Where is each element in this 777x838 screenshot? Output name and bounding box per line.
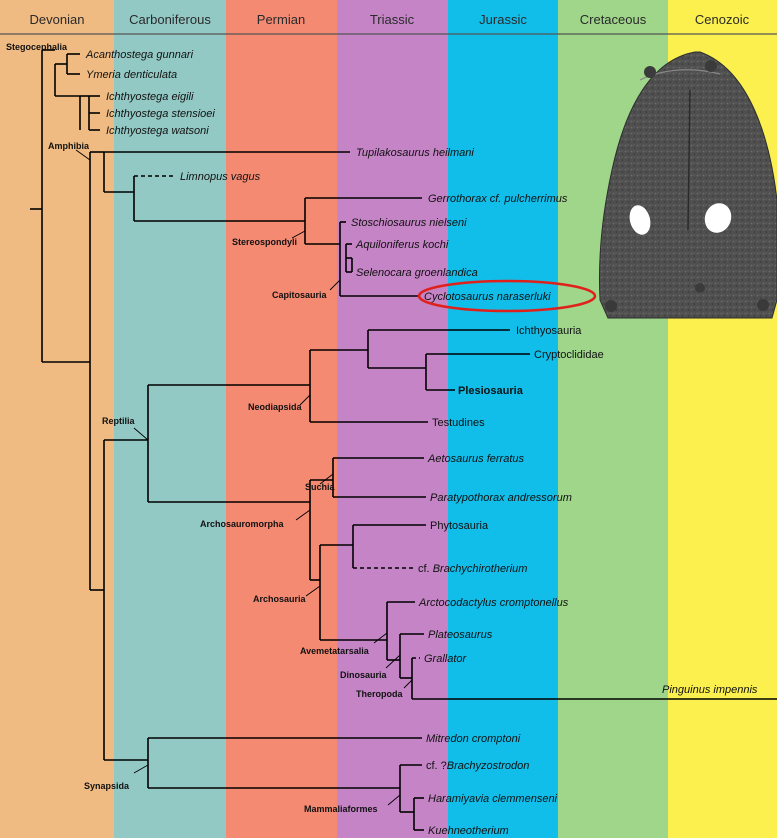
band-devonian (0, 0, 114, 838)
taxon-aetosaurus: Aetosaurus ferratus (427, 453, 525, 465)
taxon-arctocodactylus: Arctocodactylus cromptonellus (418, 597, 569, 609)
clade-label-avemetatarsalia: Avemetatarsalia (300, 646, 370, 656)
taxon-ichthyosauria: Ichthyosauria (516, 325, 582, 337)
clade-label-neodiapsida: Neodiapsida (248, 402, 303, 412)
period-label-triassic: Triassic (370, 12, 415, 27)
taxon-testudines: Testudines (432, 417, 485, 429)
clade-label-stegocephalia: Stegocephalia (6, 42, 68, 52)
taxon-phytosauria: Phytosauria (430, 520, 489, 532)
taxon-tupilakosaurus: Tupilakosaurus heilmani (356, 147, 474, 159)
clade-label-reptilia: Reptilia (102, 416, 136, 426)
taxon-haramiyavia: Haramiyavia clemmenseni (428, 793, 558, 805)
period-label-cretaceous: Cretaceous (580, 12, 647, 27)
taxon-aquiloniferus: Aquiloniferus kochi (355, 239, 449, 251)
taxon-gerrothorax: Gerrothorax cf. pulcherrimus (428, 193, 568, 205)
taxon-ymeria: Ymeria denticulata (86, 69, 177, 81)
clade-label-archosauria: Archosauria (253, 594, 307, 604)
clade-label-suchia: Suchia (305, 482, 336, 492)
period-label-cenozoic: Cenozoic (695, 12, 750, 27)
taxon-cryptoclididae: Cryptoclididae (534, 349, 604, 361)
taxon-cyclotosaurus: Cyclotosaurus naraserluki (424, 291, 551, 303)
taxon-grallator: Grallator (424, 653, 468, 665)
taxon-ichthyostega-watsoni: Ichthyostega watsoni (106, 125, 209, 137)
clade-label-capitosauria: Capitosauria (272, 290, 328, 300)
period-label-jurassic: Jurassic (479, 12, 527, 27)
taxon-ichthyostega-stensioei: Ichthyostega stensioei (106, 108, 215, 120)
taxon-ichthyostega-eigili: Ichthyostega eigili (106, 91, 194, 103)
taxon-stoschiosaurus: Stoschiosaurus nielseni (351, 217, 467, 229)
taxon-limnopus: Limnopus vagus (180, 171, 261, 183)
clade-label-amphibia: Amphibia (48, 141, 90, 151)
taxon-brachyzostrodon: cf. ?Brachyzostrodon (426, 760, 529, 772)
period-label-permian: Permian (257, 12, 305, 27)
taxon-mitredon: Mitredon cromptoni (426, 733, 521, 745)
period-header: Devonian Carboniferous Permian Triassic … (30, 12, 750, 27)
clade-label-dinosauria: Dinosauria (340, 670, 388, 680)
clade-label-synapsida: Synapsida (84, 781, 130, 791)
taxon-pinguinus: Pinguinus impennis (662, 684, 758, 696)
taxon-plateosaurus: Plateosaurus (428, 629, 493, 641)
clade-label-archosauromorpha: Archosauromorpha (200, 519, 285, 529)
taxon-selenocara: Selenocara groenlandica (356, 267, 478, 279)
taxon-paratypothorax: Paratypothorax andressorum (430, 492, 572, 504)
taxon-kuehneotherium: Kuehneotherium (428, 825, 509, 837)
period-label-devonian: Devonian (30, 12, 85, 27)
period-label-carboniferous: Carboniferous (129, 12, 211, 27)
clade-label-mammaliaformes: Mammaliaformes (304, 804, 378, 814)
clade-label-stereospondyli: Stereospondyli (232, 237, 297, 247)
taxon-acanthostega: Acanthostega gunnari (85, 49, 194, 61)
taxon-plesiosauria: Plesiosauria (458, 385, 524, 397)
taxon-brachychirotherium: cf. Brachychirotherium (418, 563, 527, 575)
band-permian (226, 0, 337, 838)
clade-label-theropoda: Theropoda (356, 689, 403, 699)
